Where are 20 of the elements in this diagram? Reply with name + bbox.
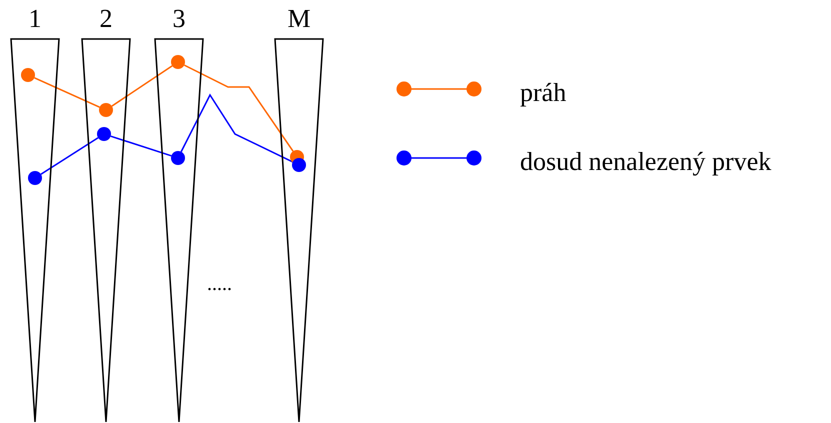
column-label: M xyxy=(286,4,312,34)
column-label: 1 xyxy=(28,4,42,34)
data-point xyxy=(28,171,42,185)
line-segment xyxy=(184,64,294,152)
data-point xyxy=(171,151,185,165)
line-segment xyxy=(111,65,173,107)
line-segment xyxy=(110,135,172,157)
line-segment xyxy=(40,137,98,175)
legend-text: dosud nenalezený prvek xyxy=(520,147,772,177)
data-point xyxy=(21,68,35,82)
line-segment xyxy=(34,77,100,108)
data-point xyxy=(171,55,185,69)
data-point xyxy=(97,127,111,141)
column-label: 3 xyxy=(172,4,186,34)
legend-text: práh xyxy=(520,78,566,108)
line-segment xyxy=(180,94,294,163)
data-point xyxy=(99,103,113,117)
data-point xyxy=(292,158,306,172)
column-label: 2 xyxy=(98,4,114,34)
ellipsis-text: ..... xyxy=(207,272,232,296)
